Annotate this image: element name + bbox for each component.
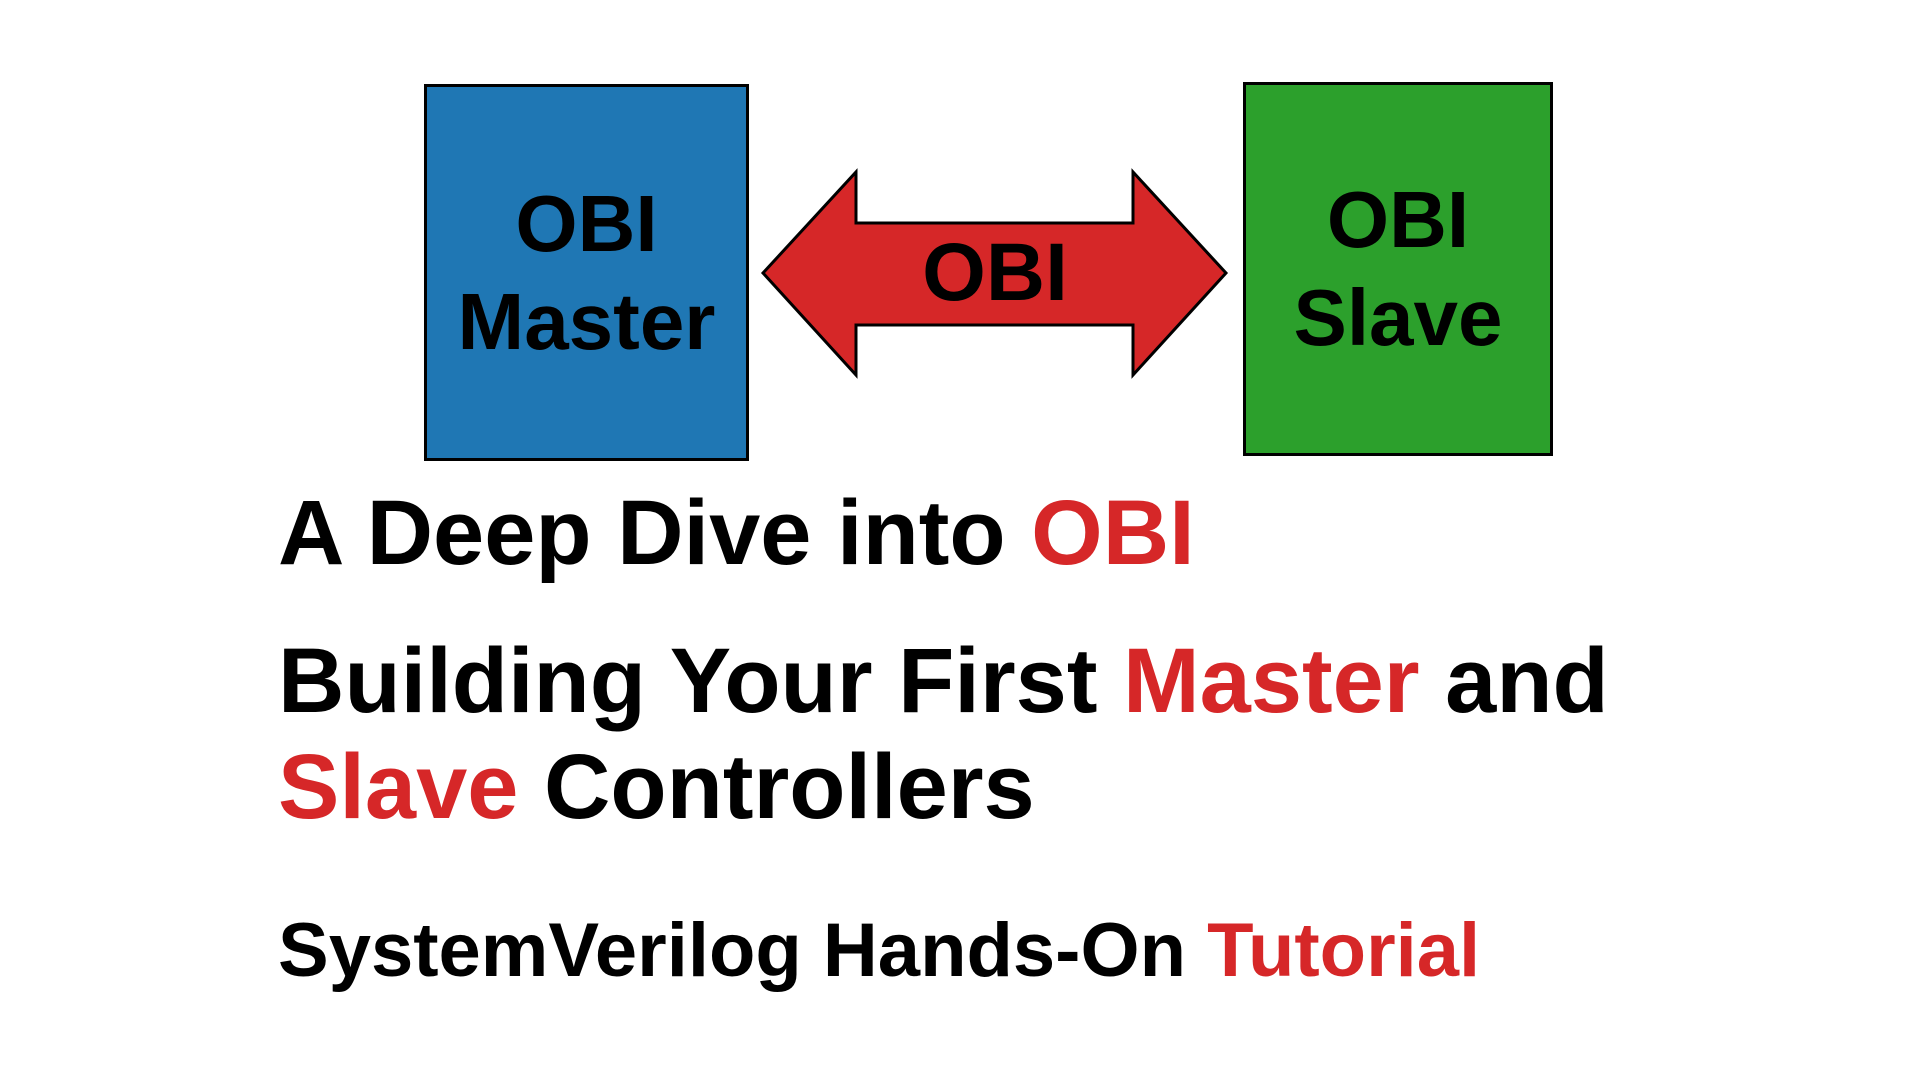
- tagline: SystemVerilog Hands-On Tutorial: [278, 901, 1480, 1001]
- master-box-line1: OBI: [515, 178, 658, 268]
- main-title: A Deep Dive into OBI: [278, 478, 1195, 588]
- obi-slave-box: OBI Slave: [1243, 82, 1553, 456]
- main-title-accent: OBI: [1031, 482, 1195, 584]
- subtitle-part3: Controllers: [518, 736, 1035, 838]
- tagline-text: SystemVerilog Hands-On: [278, 908, 1208, 993]
- subtitle-accent-master: Master: [1123, 630, 1420, 732]
- subtitle-accent-slave: Slave: [278, 736, 519, 838]
- subtitle-part1: Building Your First: [278, 630, 1124, 732]
- obi-master-box: OBI Master: [424, 84, 749, 461]
- slave-box-line2: Slave: [1293, 273, 1503, 362]
- tagline-accent: Tutorial: [1207, 908, 1481, 993]
- arrow-label: OBI: [922, 227, 1068, 318]
- main-title-text: A Deep Dive into: [278, 482, 1032, 584]
- master-box-line2: Master: [457, 276, 716, 366]
- slave-box-line1: OBI: [1326, 175, 1470, 264]
- subtitle-part2: and: [1419, 630, 1609, 732]
